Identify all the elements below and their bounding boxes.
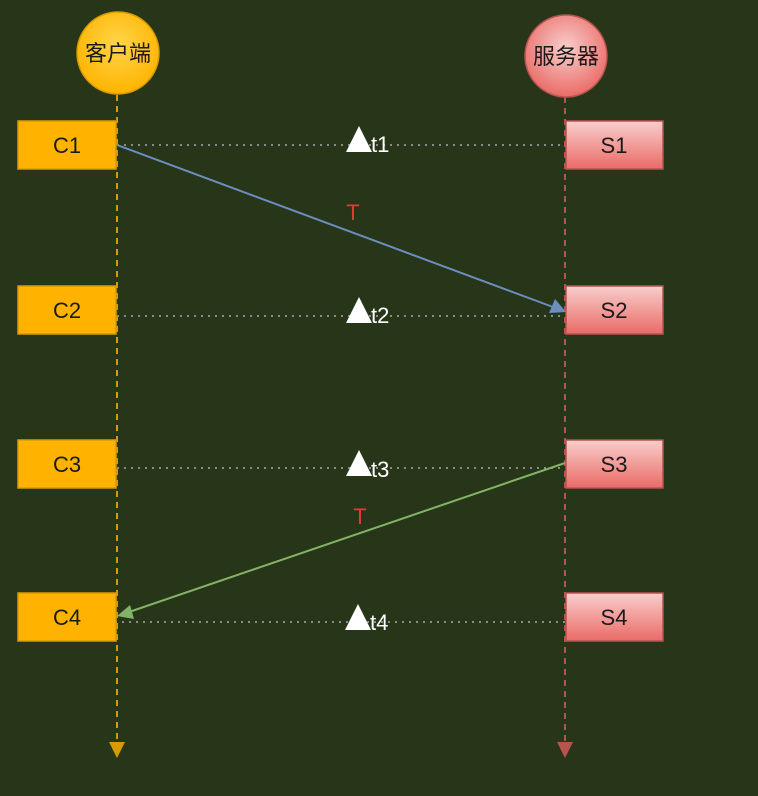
time-marker-t4: t4 [345, 604, 388, 635]
client-box-c3: C3 [17, 439, 117, 489]
client-box-c3-label: C3 [53, 452, 81, 477]
message-s3-to-c4-arrowhead [117, 605, 134, 619]
client-box-c4-label: C4 [53, 605, 81, 630]
marker-triangle-icon [346, 297, 372, 323]
server-lifeline-arrowhead [557, 742, 573, 758]
server-box-s1-label: S1 [601, 133, 628, 158]
server-box-s1: S1 [565, 120, 664, 170]
time-marker-t2: t2 [346, 297, 389, 328]
server-box-s2-label: S2 [601, 298, 628, 323]
marker-triangle-icon [346, 126, 372, 152]
time-marker-t3: t3 [346, 450, 389, 482]
message-2-label: T [353, 504, 366, 529]
server-box-s4-label: S4 [601, 605, 628, 630]
message-1-label: T [346, 200, 359, 225]
client-box-c1: C1 [17, 120, 117, 170]
time-marker-t4-label: t4 [370, 610, 388, 635]
time-marker-t3-label: t3 [371, 457, 389, 482]
time-marker-t2-label: t2 [371, 303, 389, 328]
client-box-c2-label: C2 [53, 298, 81, 323]
server-box-s3-label: S3 [601, 452, 628, 477]
client-actor: 客户端 [76, 11, 160, 95]
message-c1-to-s2 [116, 144, 566, 313]
client-box-c4: C4 [17, 592, 117, 642]
server-actor-label: 服务器 [533, 44, 599, 69]
server-box-s2: S2 [565, 285, 664, 335]
time-marker-t1-label: t1 [371, 132, 389, 157]
server-box-s4: S4 [565, 592, 664, 642]
marker-triangle-icon [345, 604, 371, 630]
server-box-s3: S3 [565, 439, 664, 489]
time-marker-t1: t1 [346, 126, 389, 157]
message-c1-to-s2-arrowhead [549, 299, 566, 313]
message-s3-to-c4 [117, 462, 566, 619]
client-lifeline-arrowhead [109, 742, 125, 758]
marker-triangle-icon [346, 450, 372, 476]
client-box-c2: C2 [17, 285, 117, 335]
server-actor: 服务器 [524, 14, 608, 98]
client-box-c1-label: C1 [53, 133, 81, 158]
client-actor-label: 客户端 [85, 41, 151, 66]
